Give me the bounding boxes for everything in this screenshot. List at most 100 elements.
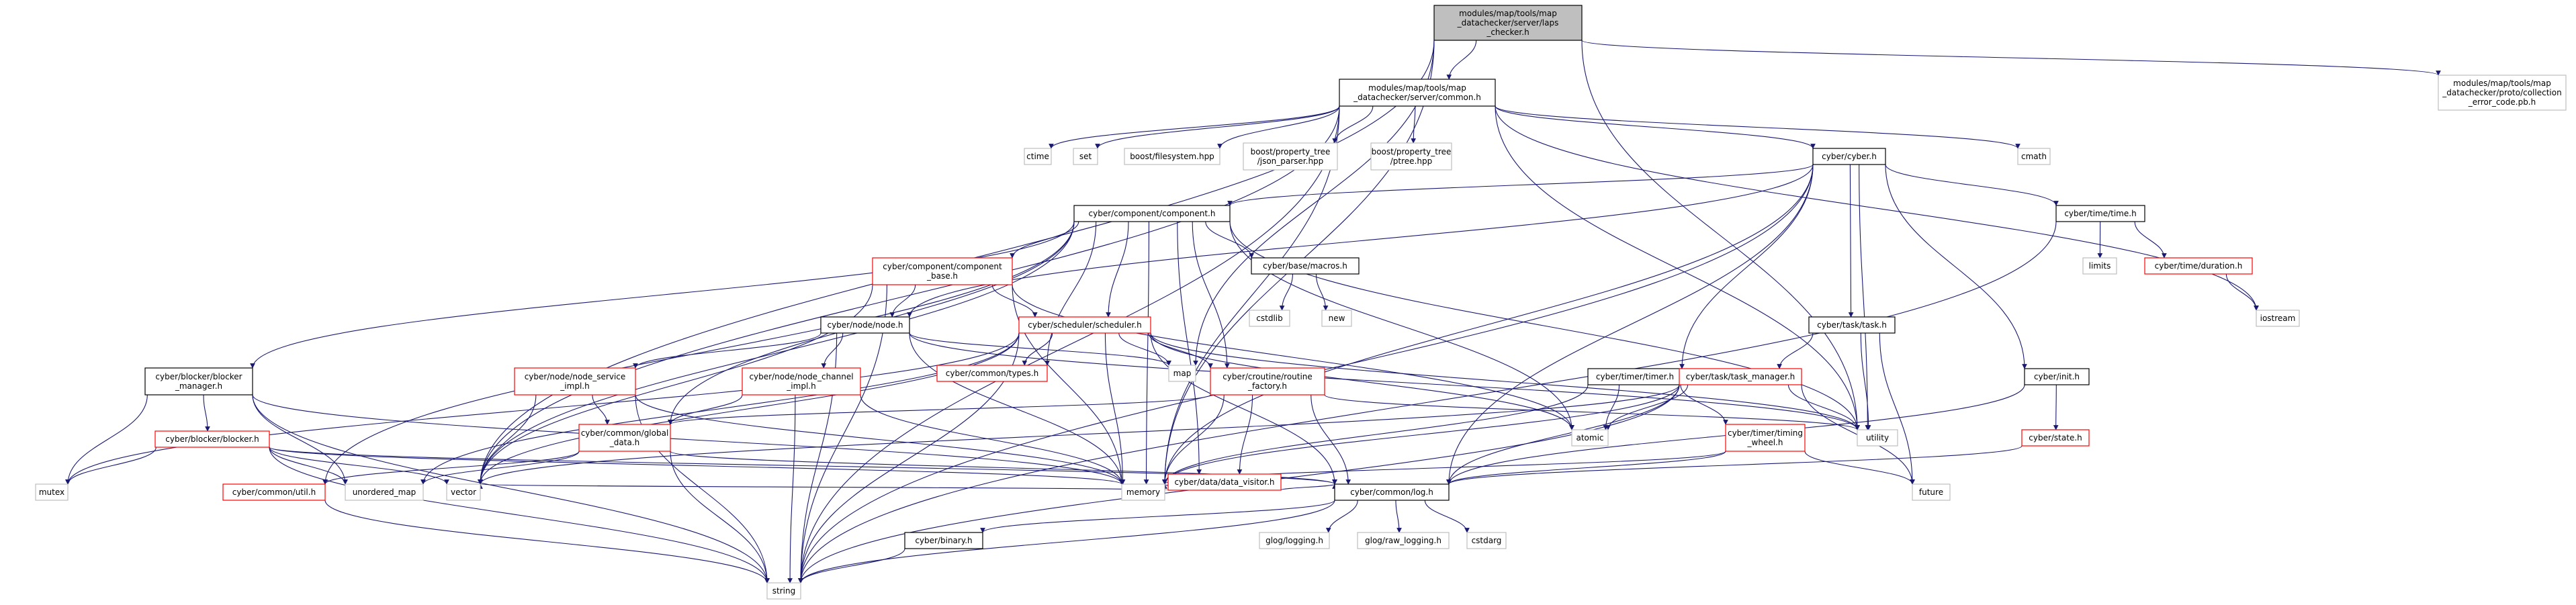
node-common-label-line-1: _datachecker/server/common.h	[1353, 93, 1481, 102]
node-routine-box	[1210, 367, 1325, 395]
node-vector: vector	[446, 483, 481, 501]
node-rawlog-box	[1357, 532, 1450, 549]
edge-scheduler-to-routine	[1148, 332, 1213, 369]
edge-log-to-glog	[1325, 500, 1358, 533]
node-global[interactable]: cyber/common/global_data.h	[578, 424, 671, 452]
edge-compbase-to-node	[889, 284, 916, 318]
node-timingwheel[interactable]: cyber/timer/timing_wheel.h	[1725, 424, 1806, 452]
node-global-label-line-1: _data.h	[609, 438, 639, 447]
edge-timingwheel-to-future	[1804, 451, 1915, 485]
node-binary[interactable]: cyber/binary.h	[904, 532, 983, 549]
node-duration-box	[2144, 257, 2253, 275]
node-iostream: iostream	[2256, 310, 2300, 327]
edge-common-to-string	[798, 105, 1340, 584]
node-log[interactable]: cyber/common/log.h	[1334, 483, 1450, 501]
edge-duration-to-iostream	[2225, 273, 2259, 311]
node-layer: modules/map/tools/map_datachecker/server…	[35, 5, 2567, 600]
node-duration[interactable]: cyber/time/duration.h	[2144, 257, 2253, 275]
edge-root-to-utility	[1581, 40, 1860, 430]
node-node-box	[820, 316, 910, 334]
node-global-box	[578, 424, 671, 452]
node-binary-box	[904, 532, 983, 549]
node-macros[interactable]: cyber/base/macros.h	[1251, 257, 1360, 275]
node-time[interactable]: cyber/time/time.h	[2055, 205, 2145, 222]
node-root-label-line-0: modules/map/tools/map	[1459, 9, 1557, 18]
node-utility-box	[1857, 429, 1898, 447]
edge-common-to-cmath	[1495, 105, 2020, 149]
node-compbase[interactable]: cyber/component/component_base.h	[872, 257, 1013, 285]
node-cyber-box	[1812, 148, 1886, 165]
node-init[interactable]: cyber/init.h	[2024, 368, 2090, 385]
node-timer-label-line-0: cyber/timer/timer.h	[1596, 372, 1674, 381]
node-task-box	[1808, 316, 1896, 334]
edge-node-to-memory	[909, 332, 1124, 485]
node-blockermgr[interactable]: cyber/blocker/blocker_manager.h	[144, 367, 253, 395]
node-blockermgr-label-line-0: cyber/blocker/blocker	[155, 372, 242, 381]
node-init-label-line-0: cyber/init.h	[2034, 372, 2080, 381]
edge-task-to-taskmgr	[1777, 332, 1814, 369]
node-string-box	[766, 582, 801, 600]
node-datavisitor[interactable]: cyber/data/data_visitor.h	[1167, 473, 1282, 491]
edge-timingwheel-to-log	[1446, 451, 1726, 485]
node-root[interactable]: modules/map/tools/map_datachecker/server…	[1433, 5, 1583, 41]
node-scheduler[interactable]: cyber/scheduler/scheduler.h	[1018, 316, 1151, 334]
node-atomic-label-line-0: atomic	[1576, 433, 1603, 443]
node-limits-box	[2082, 257, 2117, 275]
edge-blockermgr-to-memory	[252, 394, 1124, 485]
node-future-box	[1912, 483, 1951, 501]
node-timingwheel-label-line-0: cyber/timer/timing	[1728, 428, 1803, 438]
node-component[interactable]: cyber/component/component.h	[1073, 205, 1231, 222]
node-cmath: cmath	[2017, 148, 2051, 165]
node-timer[interactable]: cyber/timer/timer.h	[1587, 368, 1683, 385]
edge-common-to-ctime	[1049, 105, 1340, 149]
node-util-label-line-0: cyber/common/util.h	[232, 487, 316, 497]
node-cstdlib-label-line-0: cstdlib	[1256, 314, 1282, 323]
node-cyber-label-line-0: cyber/cyber.h	[1822, 152, 1877, 161]
node-ptree-label-line-1: /ptree.hpp	[1390, 156, 1432, 166]
node-collection-label-line-0: modules/map/tools/map	[2453, 79, 2551, 88]
edge-blockermgr-to-mutex	[65, 394, 148, 485]
edge-component-to-memory	[1143, 221, 1149, 485]
node-collection-box	[2438, 75, 2567, 111]
node-nodechannel[interactable]: cyber/node/node_channel_impl.h	[742, 367, 861, 395]
edge-nodeservice-to-global	[592, 394, 610, 425]
edge-common-to-memory	[1162, 105, 1340, 485]
node-state-box	[2021, 429, 2090, 447]
node-ctime: ctime	[1024, 148, 1052, 165]
node-routine-label-line-1: _factory.h	[1247, 381, 1287, 391]
node-taskmgr[interactable]: cyber/task/task_manager.h	[1679, 368, 1802, 385]
node-node[interactable]: cyber/node/node.h	[820, 316, 910, 334]
node-task[interactable]: cyber/task/task.h	[1808, 316, 1896, 334]
node-glog-label-line-0: glog/logging.h	[1265, 536, 1323, 545]
node-cyber[interactable]: cyber/cyber.h	[1812, 148, 1886, 165]
node-routine[interactable]: cyber/croutine/routine_factory.h	[1210, 367, 1325, 395]
node-blockermgr-box	[144, 367, 253, 395]
edge-common-to-cyber	[1495, 105, 1816, 149]
node-state[interactable]: cyber/state.h	[2021, 429, 2090, 447]
edge-cyber-to-utility	[1859, 164, 1871, 430]
node-types[interactable]: cyber/common/types.h	[936, 365, 1048, 382]
node-macros-box	[1251, 257, 1360, 275]
node-scheduler-label-line-0: cyber/scheduler/scheduler.h	[1028, 320, 1141, 330]
node-nodeservice[interactable]: cyber/node/node_service_impl.h	[514, 367, 636, 395]
node-map-box	[1168, 365, 1196, 382]
edge-timer-to-timingwheel	[1680, 384, 1728, 425]
node-types-box	[936, 365, 1048, 382]
node-boostfs-label-line-0: boost/filesystem.hpp	[1130, 152, 1214, 161]
node-blocker[interactable]: cyber/blocker/blocker.h	[154, 430, 270, 448]
node-glog-box	[1259, 532, 1330, 549]
node-boostfs-box	[1124, 148, 1220, 165]
edge-common-to-jsonparser	[1332, 105, 1374, 144]
node-nodechannel-label-line-0: cyber/node/node_channel	[749, 372, 853, 381]
edge-taskmgr-to-memory	[1162, 384, 1680, 485]
node-common[interactable]: modules/map/tools/map_datachecker/server…	[1339, 79, 1496, 107]
node-taskmgr-box	[1679, 368, 1802, 385]
node-vector-label-line-0: vector	[451, 487, 476, 497]
node-util[interactable]: cyber/common/util.h	[222, 483, 326, 501]
node-cstdarg-label-line-0: cstdarg	[1472, 536, 1502, 545]
edge-taskmgr-to-atomic	[1605, 384, 1689, 430]
edge-task-to-utility	[1860, 332, 1871, 430]
node-common-label-line-0: modules/map/tools/map	[1368, 83, 1466, 93]
edge-cyber-to-init	[1885, 164, 2027, 369]
